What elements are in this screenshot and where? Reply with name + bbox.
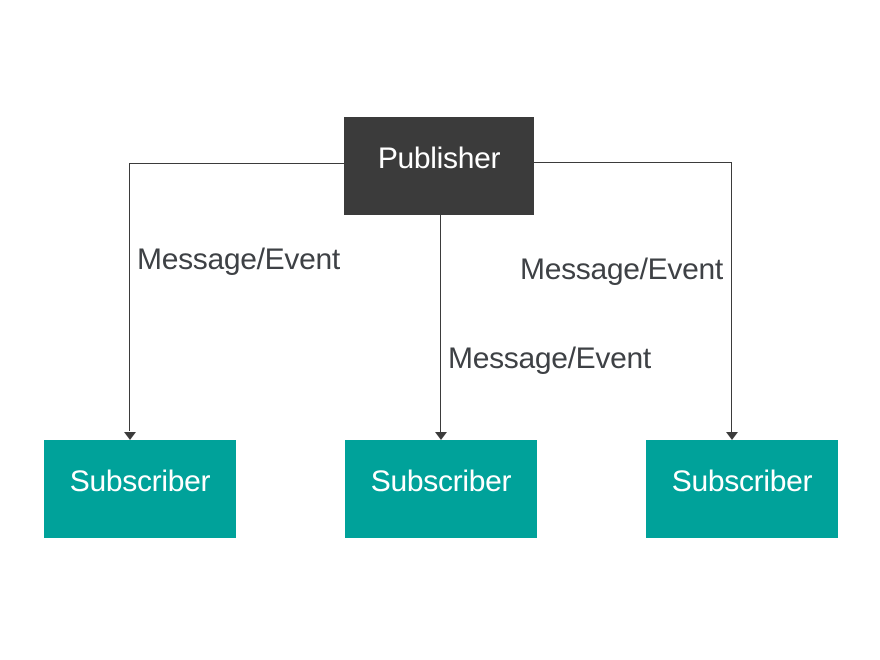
subscriber-node-1: Subscriber: [44, 440, 236, 538]
subscriber-label: Subscriber: [69, 465, 211, 498]
publisher-label: Publisher: [377, 142, 501, 175]
edge-left-vertical-line: [129, 163, 130, 431]
edge-right-label: Message/Event: [520, 253, 723, 286]
arrow-down-icon: [726, 432, 738, 440]
subscriber-node-3: Subscriber: [646, 440, 838, 538]
arrow-down-icon: [124, 432, 136, 440]
subscriber-label: Subscriber: [671, 465, 813, 498]
publisher-node: Publisher: [344, 117, 534, 215]
edge-right-horizontal-line: [534, 162, 731, 163]
edge-right-vertical-line: [731, 162, 732, 432]
subscriber-label: Subscriber: [370, 465, 512, 498]
subscriber-node-2: Subscriber: [345, 440, 537, 538]
edge-left-label: Message/Event: [137, 243, 340, 276]
edge-middle-vertical-line: [440, 215, 441, 432]
edge-left-horizontal-line: [130, 163, 344, 164]
edge-middle-label: Message/Event: [448, 342, 651, 375]
arrow-down-icon: [435, 432, 447, 440]
